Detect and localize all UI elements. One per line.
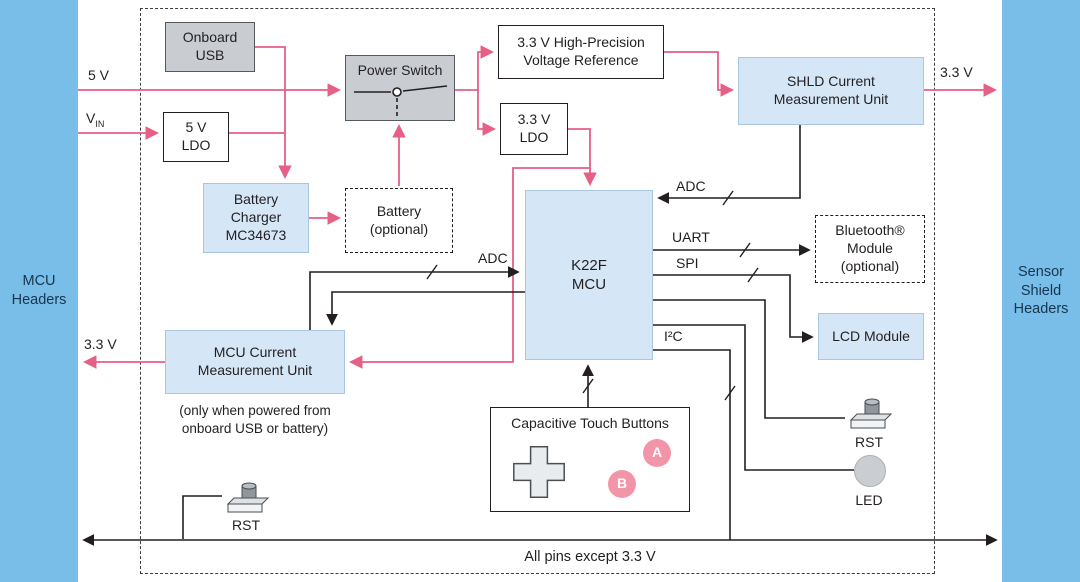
led-icon	[854, 455, 886, 487]
label-adc-right: ADC	[676, 178, 706, 194]
shld-current-measurement-block: SHLD Current Measurement Unit	[738, 57, 924, 125]
power-switch-block: Power Switch	[345, 55, 455, 121]
onboard-usb-block: Onboard USB	[165, 22, 255, 72]
label-all-pins-note: All pins except 3.3 V	[524, 549, 656, 565]
mcu-headers-bar: MCU Headers	[0, 0, 78, 582]
label-vin: VIN	[86, 110, 105, 129]
label-3v3-right: 3.3 V	[940, 64, 973, 80]
touch-button-b: B	[608, 470, 636, 498]
label-uart: UART	[672, 229, 710, 245]
touch-button-a: A	[643, 439, 671, 467]
mcu-current-note: (only when powered from onboard USB or b…	[179, 403, 331, 436]
label-rst-right: RST	[855, 434, 883, 450]
label-i2c: I²C	[664, 328, 683, 344]
touch-cross-icon	[513, 446, 565, 498]
voltage-reference-block: 3.3 V High-Precision Voltage Reference	[498, 25, 664, 79]
label-led: LED	[855, 492, 883, 508]
sensor-shield-headers-bar: Sensor Shield Headers	[1002, 0, 1080, 582]
lcd-module-block: LCD Module	[818, 313, 924, 360]
battery-charger-block: Battery Charger MC34673	[203, 183, 309, 253]
label-3v3-left: 3.3 V	[84, 336, 117, 352]
label-adc-left: ADC	[478, 250, 508, 266]
board-outline	[140, 8, 935, 574]
capacitive-touch-title: Capacitive Touch Buttons	[511, 415, 669, 431]
battery-block: Battery (optional)	[345, 188, 453, 253]
label-spi: SPI	[676, 255, 699, 271]
ldo-5v-block: 5 V LDO	[163, 112, 229, 162]
label-5v: 5 V	[88, 67, 110, 83]
mcu-current-measurement-block: MCU Current Measurement Unit	[165, 330, 345, 394]
mcu-block: K22F MCU	[525, 190, 653, 360]
ldo-3v3-block: 3.3 V LDO	[500, 103, 568, 155]
bluetooth-module-block: Bluetooth® Module (optional)	[815, 215, 925, 283]
rst-left-button-icon	[226, 482, 270, 513]
capacitive-touch-block: Capacitive Touch Buttons A B	[490, 407, 690, 512]
label-rst-left: RST	[232, 517, 260, 533]
sensor-shield-headers-label: Sensor Shield Headers	[1013, 263, 1069, 318]
rst-right-button-icon	[849, 398, 893, 429]
mcu-headers-label: MCU Headers	[11, 273, 67, 308]
